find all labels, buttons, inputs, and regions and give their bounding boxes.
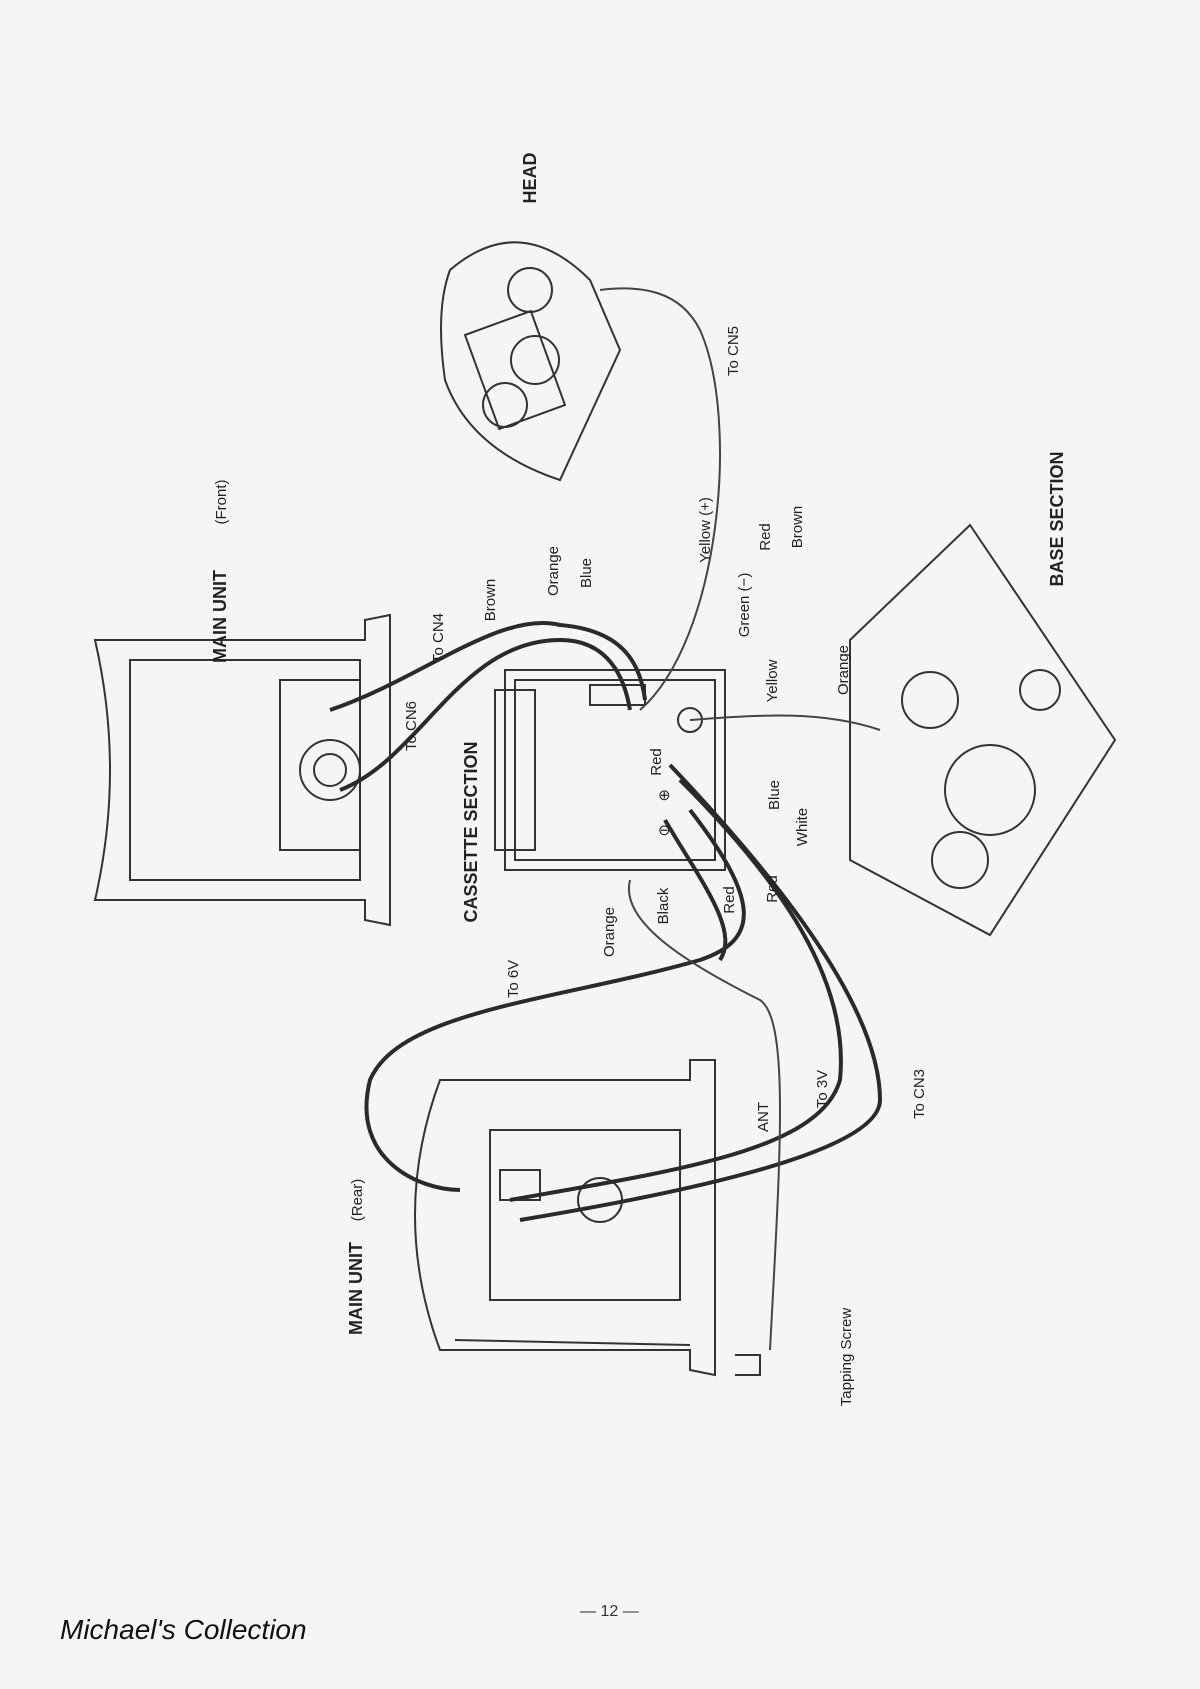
label-orange-1: Orange — [545, 546, 562, 596]
label-black: Black — [655, 887, 672, 924]
label-red-3: Red — [721, 886, 738, 914]
label-base-section: BASE SECTION — [1047, 451, 1067, 586]
label-main-unit-front-sub: (Front) — [213, 479, 230, 524]
label-cassette-section: CASSETTE SECTION — [461, 741, 481, 922]
label-red-1: Red — [757, 523, 774, 551]
cassette-section — [494, 669, 726, 871]
head-assembly — [440, 241, 622, 482]
label-to-6v: To 6V — [505, 960, 522, 998]
label-orange-3: Orange — [601, 907, 618, 957]
label-main-unit-rear: MAIN UNIT — [346, 1242, 366, 1335]
label-main-unit-front: MAIN UNIT — [210, 570, 230, 663]
label-to-cn5: To CN5 — [725, 326, 742, 376]
label-yellow-plus: Yellow (+) — [697, 497, 714, 563]
page-number: — 12 — — [580, 1603, 639, 1620]
label-to-cn3: To CN3 — [911, 1069, 928, 1119]
label-head: HEAD — [520, 152, 540, 203]
label-orange-2: Orange — [835, 645, 852, 695]
label-main-unit-rear-sub: (Rear) — [349, 1179, 366, 1222]
minus-terminal-symbol: ⊖ — [658, 822, 671, 839]
label-ant: ANT — [755, 1102, 772, 1132]
label-to-3v: To 3V — [814, 1070, 831, 1108]
footer-credit: Michael's Collection — [60, 1614, 307, 1645]
label-green-minus: Green (−) — [736, 573, 753, 638]
label-brown-2: Brown — [789, 506, 806, 549]
label-to-cn4: To CN4 — [430, 613, 447, 663]
label-white: White — [794, 808, 811, 846]
wires — [329, 287, 883, 1351]
main-unit-front — [93, 613, 391, 927]
label-red-4: Red — [764, 875, 781, 903]
labels: HEAD MAIN UNIT (Front) BASE SECTION CASS… — [210, 152, 1067, 1406]
label-tapping-screw: Tapping Screw — [838, 1308, 855, 1407]
label-blue-1: Blue — [578, 558, 595, 588]
label-red-2: Red — [648, 748, 665, 776]
label-blue-2: Blue — [766, 780, 783, 810]
label-to-cn6: To CN6 — [403, 701, 420, 751]
label-yellow-2: Yellow — [764, 659, 781, 702]
plus-terminal-symbol: ⊕ — [658, 787, 671, 804]
main-unit-rear — [414, 1059, 761, 1377]
label-brown-1: Brown — [482, 579, 499, 622]
base-section — [849, 523, 1117, 937]
